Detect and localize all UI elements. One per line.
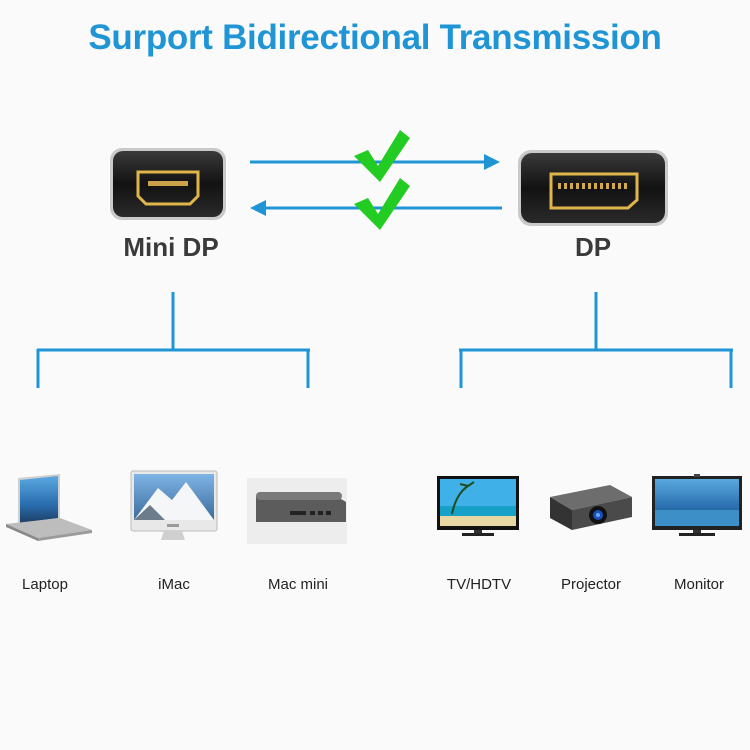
tv-icon bbox=[437, 476, 519, 536]
device-label-monitor: Monitor bbox=[673, 576, 725, 593]
checkmark-icon bbox=[354, 130, 410, 182]
checkmark-icon bbox=[354, 178, 410, 230]
laptop-icon bbox=[6, 474, 92, 541]
mac-mini-icon bbox=[247, 478, 347, 544]
imac-icon bbox=[130, 470, 218, 540]
device-label-imac: iMac bbox=[158, 576, 190, 593]
displayport-connector-icon bbox=[518, 150, 668, 226]
device-label-mac-mini: Mac mini bbox=[267, 576, 328, 593]
right-branch-lines bbox=[459, 292, 733, 388]
device-label-projector: Projector bbox=[560, 576, 622, 593]
projector-icon bbox=[550, 485, 632, 530]
monitor-icon bbox=[652, 474, 742, 536]
left-branch-lines bbox=[36, 292, 310, 388]
mini-displayport-connector-icon bbox=[110, 148, 226, 220]
device-label-tv: TV/HDTV bbox=[446, 576, 512, 593]
page-title: Surport Bidirectional Transmission bbox=[88, 18, 662, 57]
device-label-laptop: Laptop bbox=[22, 576, 68, 593]
mini-dp-label: Mini DP bbox=[123, 232, 219, 262]
dp-label: DP bbox=[574, 232, 612, 262]
